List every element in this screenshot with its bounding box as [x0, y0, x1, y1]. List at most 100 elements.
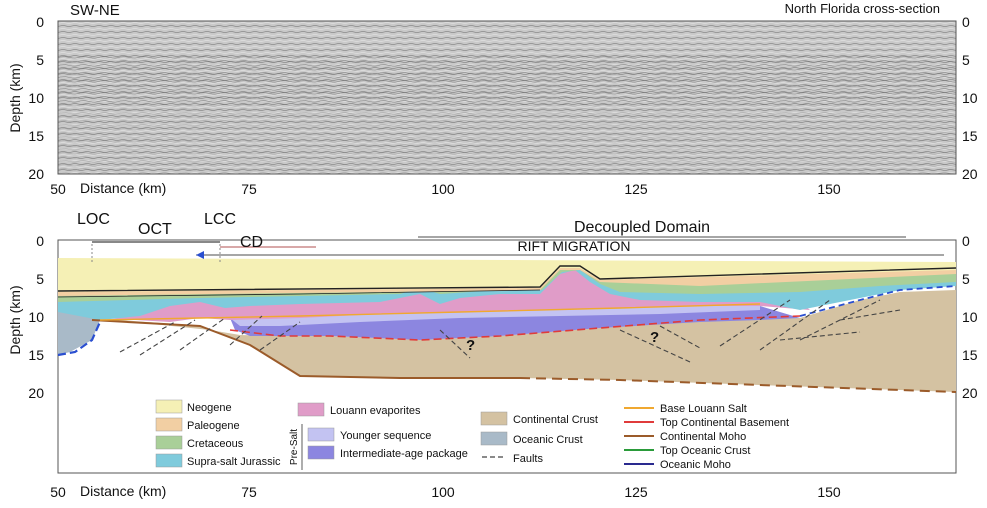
legend-item: Supra-salt Jurassic	[155, 453, 281, 468]
legend-label: Oceanic Crust	[513, 434, 583, 446]
y-tick: 0	[962, 233, 970, 249]
y-tick: 0	[962, 14, 970, 30]
question-mark: ?	[466, 337, 475, 354]
legend-label: Top Continental Basement	[660, 417, 789, 429]
legend-label: Base Louann Salt	[660, 403, 747, 415]
x-ticks: 50 75 100 125 150	[50, 484, 841, 500]
y-tick: 5	[36, 52, 44, 68]
y-tick: 20	[28, 385, 44, 401]
y-tick: 15	[28, 347, 44, 363]
section-label-right: North Florida cross-section	[785, 1, 940, 16]
legend-item: Intermediate-age package	[307, 445, 468, 460]
y-tick: 10	[962, 309, 978, 325]
y-ticks-right: 0 5 10 15 20	[962, 14, 978, 182]
legend-label: Cretaceous	[187, 438, 244, 450]
question-mark: ?	[650, 329, 659, 346]
y-axis-label: Depth (km)	[7, 285, 23, 354]
legend-item: Cretaceous	[155, 435, 244, 450]
x-tick: 150	[817, 181, 841, 197]
legend-label: Paleogene	[187, 420, 240, 432]
y-ticks-left: 0 5 10 15 20	[28, 233, 44, 401]
cd-label: CD	[240, 234, 263, 251]
cretaceous	[58, 268, 956, 302]
x-tick: 75	[241, 181, 257, 197]
legend-swatch	[480, 431, 508, 446]
x-tick: 100	[431, 484, 455, 500]
legend-swatch	[307, 427, 335, 442]
legend: Neogene Paleogene Cretaceous Supra-salt …	[155, 399, 789, 471]
x-tick: 150	[817, 484, 841, 500]
continental-crust	[95, 290, 956, 392]
legend-swatch	[307, 445, 335, 460]
legend-item: Faults	[482, 453, 543, 465]
x-axis-label: Distance (km)	[80, 180, 166, 196]
legend-swatch	[155, 399, 183, 414]
y-tick: 10	[28, 309, 44, 325]
legend-label: Intermediate-age package	[340, 448, 468, 460]
legend-item: Louann evaporites	[297, 402, 421, 417]
x-tick: 75	[241, 484, 257, 500]
y-tick: 10	[28, 90, 44, 106]
section-label-left: SW-NE	[70, 2, 120, 19]
legend-item: Base Louann Salt	[624, 403, 747, 415]
legend-label: Louann evaporites	[330, 405, 421, 417]
legend-item: Paleogene	[155, 417, 240, 432]
y-ticks-left: 0 5 10 15 20	[28, 14, 44, 182]
legend-item: Oceanic Crust	[480, 431, 583, 446]
legend-label: Oceanic Moho	[660, 459, 731, 471]
y-ticks-right: 0 5 10 15 20	[962, 233, 978, 401]
y-tick: 20	[28, 166, 44, 182]
y-tick: 20	[962, 166, 978, 182]
y-tick: 20	[962, 385, 978, 401]
legend-item: Neogene	[155, 399, 232, 414]
x-axis-label: Distance (km)	[80, 483, 166, 499]
base-salt-line	[99, 303, 761, 321]
lcc-label: LCC	[204, 211, 236, 228]
legend-item: Continental Crust	[480, 411, 598, 426]
oceanic-moho-line	[57, 321, 102, 357]
y-tick: 10	[962, 90, 978, 106]
y-tick: 15	[962, 128, 978, 144]
legend-label: Neogene	[187, 402, 232, 414]
x-tick: 125	[624, 484, 648, 500]
y-tick: 5	[962, 271, 970, 287]
legend-swatch	[155, 417, 183, 432]
supra-salt-jurassic	[58, 268, 956, 320]
oct-label: OCT	[138, 221, 172, 238]
legend-swatch	[297, 402, 325, 417]
legend-label: Continental Crust	[513, 414, 598, 426]
decoupled-domain-label: Decoupled Domain	[574, 219, 710, 236]
legend-item: Top Continental Basement	[624, 417, 789, 429]
y-tick: 5	[962, 52, 970, 68]
legend-item: Top Oceanic Crust	[624, 445, 750, 457]
x-tick: 100	[431, 181, 455, 197]
y-tick: 0	[36, 14, 44, 30]
top-panel: SW-NE North Florida cross-section Depth …	[7, 1, 978, 197]
legend-label: Continental Moho	[660, 431, 746, 443]
top-basement-line	[229, 315, 801, 341]
louann-evaporites	[100, 266, 810, 322]
y-tick: 5	[36, 271, 44, 287]
x-tick: 50	[50, 181, 66, 197]
legend-swatch	[155, 453, 183, 468]
legend-swatch	[480, 411, 508, 426]
continental-moho-line	[91, 319, 520, 379]
x-tick: 50	[50, 484, 66, 500]
x-tick: 125	[624, 181, 648, 197]
y-tick: 15	[962, 347, 978, 363]
legend-label: Supra-salt Jurassic	[187, 456, 281, 468]
legend-swatch	[155, 435, 183, 450]
legend-item: Oceanic Moho	[624, 459, 731, 471]
faults	[119, 299, 901, 363]
x-ticks: 50 75 100 125 150	[50, 181, 841, 197]
oceanic-crust	[58, 308, 100, 355]
loc-label: LOC	[77, 211, 110, 228]
legend-label: Younger sequence	[340, 430, 431, 442]
y-tick: 15	[28, 128, 44, 144]
rift-migration-label: RIFT MIGRATION	[517, 238, 630, 254]
y-tick: 0	[36, 233, 44, 249]
y-axis-label: Depth (km)	[7, 63, 23, 132]
legend-label: Top Oceanic Crust	[660, 445, 750, 457]
presalt-label: Pre-Salt	[289, 429, 300, 465]
